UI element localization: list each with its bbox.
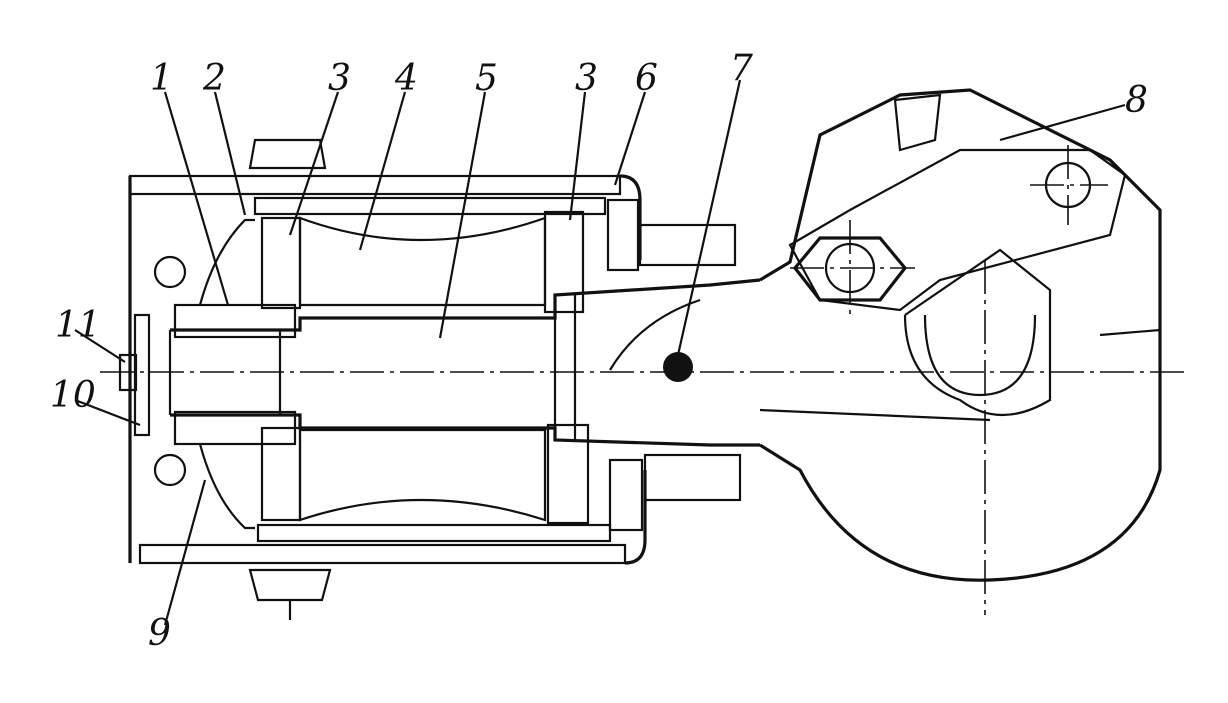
callout-6: 6 <box>635 58 658 99</box>
outer-housing <box>128 174 647 565</box>
callout-2: 2 <box>202 58 226 99</box>
callout-4: 4 <box>394 58 418 99</box>
rubber-element <box>298 216 547 522</box>
callout-8: 8 <box>1125 80 1148 121</box>
washer <box>260 210 590 525</box>
callout-1: 1 <box>150 58 173 99</box>
leader-lines <box>74 79 1126 626</box>
front-flange <box>153 218 297 530</box>
mounting-bolt <box>248 138 332 620</box>
callout-7: 7 <box>730 48 753 89</box>
callout-3-left: 3 <box>328 58 351 99</box>
callout-3-right: 3 <box>575 58 598 99</box>
hook-rod <box>168 278 761 447</box>
front-lock-plate <box>118 313 151 437</box>
rear-cover <box>606 198 742 532</box>
stopper-pin <box>663 352 693 382</box>
callout-9: 9 <box>148 613 171 654</box>
hook-latch <box>788 93 1127 312</box>
callout-11: 11 <box>55 305 101 346</box>
callout-10: 10 <box>50 375 96 416</box>
hook-head <box>759 88 1162 582</box>
inner-sleeve <box>253 196 612 543</box>
callout-5: 5 <box>475 58 498 99</box>
latch-nut <box>790 220 915 320</box>
